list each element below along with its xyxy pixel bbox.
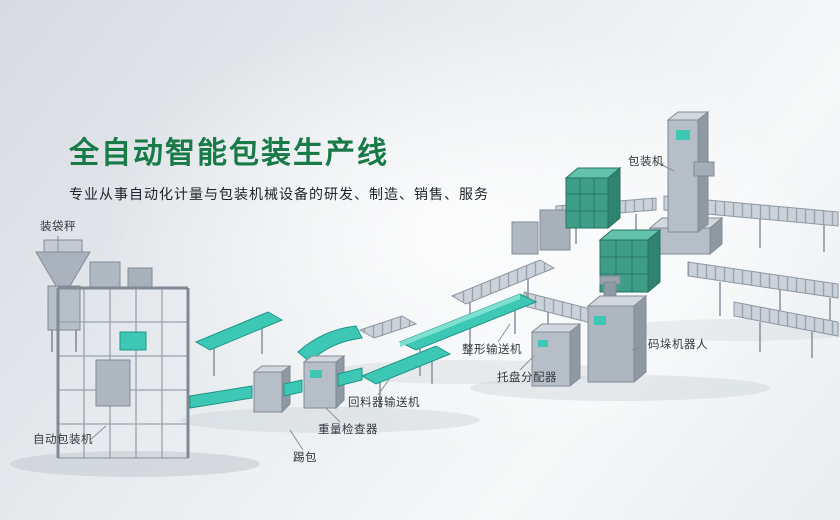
machine-label-bag-kicker: 踢包 [293, 452, 317, 464]
return-feeder-conveyor-belt [360, 345, 452, 408]
packing-machine-tower [648, 110, 724, 256]
auxiliary-machines [511, 209, 571, 255]
machine-label-packing-machine: 包装机 [628, 156, 664, 168]
curved-belt [297, 325, 363, 363]
pallet-distributor-machine [530, 322, 582, 388]
leader-weight-checker [325, 407, 341, 423]
leader-return-feeder [377, 377, 391, 396]
machine-label-pallet-distributor: 托盘分配器 [497, 372, 557, 384]
leader-packing-machine [655, 161, 675, 172]
carton-stack-upper [564, 166, 622, 230]
auto-packing-scaffold [56, 261, 190, 459]
roller-conveyor-right-bottom [733, 301, 839, 358]
machine-label-bagging-scale: 装袋秤 [40, 221, 76, 233]
machine-label-palletizing-robot: 码垛机器人 [648, 339, 708, 351]
leader-bag-kicker [289, 429, 304, 451]
incline-belt [194, 311, 284, 376]
leader-pallet-distributor [519, 355, 535, 371]
leader-shaping-conveyor [497, 323, 511, 343]
leader-auto-packing [89, 425, 107, 441]
shaping-conveyor-belt [398, 293, 538, 376]
palletizing-robot-machine [586, 275, 648, 384]
page-title: 全自动智能包装生产线 [69, 137, 389, 170]
page-subtitle: 专业从事自动化计量与包装机械设备的研发、制造、销售、服务 [69, 186, 489, 202]
leader-lines [57, 161, 675, 451]
machine-label-shaping-conveyor: 整形输送机 [462, 344, 522, 356]
machine-label-return-feeder: 回料器输送机 [348, 397, 420, 409]
roller-section-mid [358, 315, 418, 339]
leader-palletizing-robot [631, 344, 646, 351]
bagging-scale-machine [35, 239, 91, 352]
low-line [189, 355, 363, 414]
machine-label-weight-checker: 重量检查器 [318, 424, 378, 436]
machine-label-auto-packing: 自动包装机 [33, 434, 93, 446]
